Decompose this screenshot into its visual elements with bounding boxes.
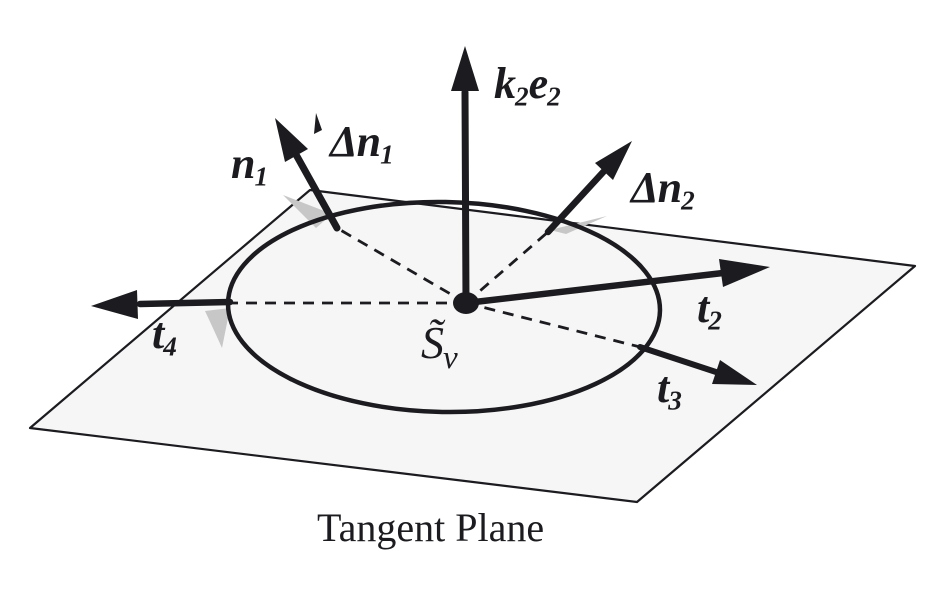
label-dn2-sub: 2 [681,185,695,216]
label-n1-sub: 1 [254,161,269,192]
dashed-radius-n1 [336,226,467,305]
vector-n1-shaft [290,147,341,232]
vector-dn2-arrowhead [595,141,632,180]
shadow-wedge-t4 [205,308,230,348]
vector-t4-shaft [136,298,234,308]
label-k2e2: k2e2 [494,62,561,111]
label-k2e2-sub1: 2 [515,81,529,112]
caption-tangent-plane: Tangent Plane [317,505,545,550]
vector-dn2-shaft [544,165,610,236]
label-t4: t4 [152,312,177,361]
label-sv-base: S̃ [421,317,444,368]
vector-t4-arrowhead [91,290,138,319]
dashed-radius-t3 [465,301,641,349]
label-dn2: Δn2 [631,166,695,215]
label-dn1-base: Δn [330,117,381,166]
vector-k2e2-arrowhead [451,46,479,91]
label-t4-base: t [152,309,164,358]
label-k2e2-sub2: 2 [547,81,561,112]
label-k2e2-base2: e [528,59,549,108]
label-n1-base: n [231,139,256,188]
tick-mark [314,113,322,134]
tangent-plane-surface [28,188,917,504]
vector-k2e2-shaft [461,88,470,307]
label-t3-sub: 3 [668,385,682,416]
label-t3-base: t [657,363,669,412]
vector-t2-shaft [462,269,727,307]
label-dn1: Δn1 [330,120,394,169]
center-point [453,292,479,314]
vector-t2-arrowhead [719,259,770,287]
label-n1: n1 [231,142,268,191]
label-sv: S̃v [421,320,458,374]
label-t2-base: t [697,283,709,332]
label-dn1-sub: 1 [380,139,394,170]
label-dn2-base: Δn [631,163,682,212]
label-k2e2-base: k [494,59,516,108]
label-t2: t2 [697,286,722,335]
label-t2-sub: 2 [708,305,722,336]
vector-t3-arrowhead [712,360,757,385]
label-sv-sub: v [443,338,458,376]
label-t4-sub: 4 [163,331,177,362]
vector-n1-arrowhead [275,118,308,162]
vector-t3-shaft [637,344,722,376]
label-t3: t3 [657,366,682,415]
